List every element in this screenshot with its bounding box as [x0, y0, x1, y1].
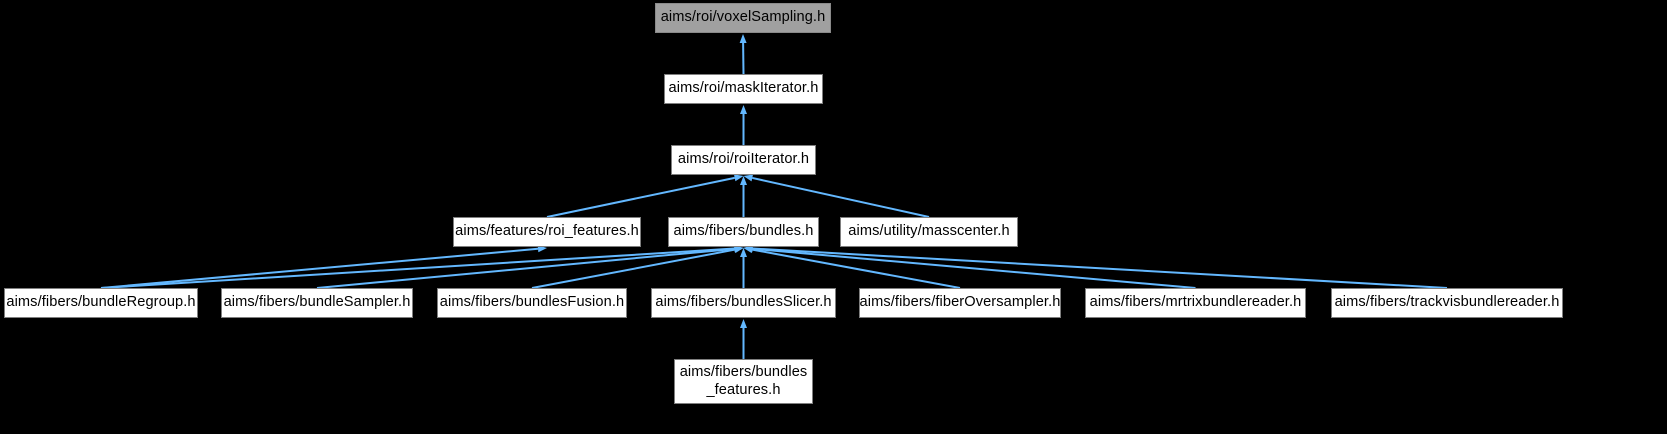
graph-node-maskIterator[interactable]: aims/roi/maskIterator.h: [664, 74, 823, 104]
graph-arrowhead-bundles-to-roiIterator: [740, 176, 747, 185]
graph-node-bundles[interactable]: aims/fibers/bundles.h: [668, 217, 819, 247]
graph-node-fiberOversampler[interactable]: aims/fibers/fiberOversampler.h: [859, 288, 1061, 318]
graph-arrowhead-bundlesSlicer-to-bundles: [740, 248, 747, 257]
graph-arrowhead-roiIterator-to-maskIterator: [740, 105, 747, 114]
graph-node-roiIterator[interactable]: aims/roi/roiIterator.h: [671, 145, 816, 175]
graph-arrowhead-masscenter-to-roiIterator: [743, 174, 754, 182]
graph-node-roi_features[interactable]: aims/features/roi_features.h: [453, 217, 641, 247]
graph-arrowhead-roi_features-to-roiIterator: [733, 174, 744, 182]
graph-node-bundles_features[interactable]: aims/fibers/bundles _features.h: [674, 359, 813, 404]
graph-node-mrtrixbundlereader[interactable]: aims/fibers/mrtrixbundlereader.h: [1085, 288, 1306, 318]
graph-edge-bundleSampler-to-bundles: [316, 247, 735, 289]
graph-edge-bundlesFusion-to-bundles: [531, 248, 735, 289]
graph-arrowhead-maskIterator-to-voxelSampling: [739, 34, 747, 44]
graph-node-voxelSampling: aims/roi/voxelSampling.h: [655, 3, 831, 33]
graph-node-bundlesSlicer[interactable]: aims/fibers/bundlesSlicer.h: [651, 288, 836, 318]
graph-node-masscenter[interactable]: aims/utility/masscenter.h: [840, 217, 1018, 247]
graph-edge-fiberOversampler-to-bundles: [752, 248, 961, 289]
graph-edge-bundleRegroup-to-roi_features: [100, 247, 539, 289]
graph-node-trackvisbundlereader[interactable]: aims/fibers/trackvisbundlereader.h: [1331, 288, 1563, 318]
graph-edge-roi_features-to-roiIterator: [546, 176, 735, 218]
graph-node-bundleRegroup[interactable]: aims/fibers/bundleRegroup.h: [4, 288, 198, 318]
graph-node-bundleSampler[interactable]: aims/fibers/bundleSampler.h: [221, 288, 413, 318]
graph-arrowhead-fiberOversampler-to-bundles: [743, 246, 753, 254]
graph-edge-bundleRegroup-to-bundles: [100, 247, 735, 289]
graph-node-bundlesFusion[interactable]: aims/fibers/bundlesFusion.h: [437, 288, 627, 318]
graph-edge-masscenter-to-roiIterator: [752, 176, 930, 218]
graph-edge-mrtrixbundlereader-to-bundles: [752, 247, 1196, 289]
graph-edge-trackvisbundlereader-to-bundles: [752, 247, 1448, 289]
graph-arrowhead-bundlesFusion-to-bundles: [734, 246, 744, 254]
graph-arrowhead-bundles_features-to-bundlesSlicer: [740, 319, 747, 328]
